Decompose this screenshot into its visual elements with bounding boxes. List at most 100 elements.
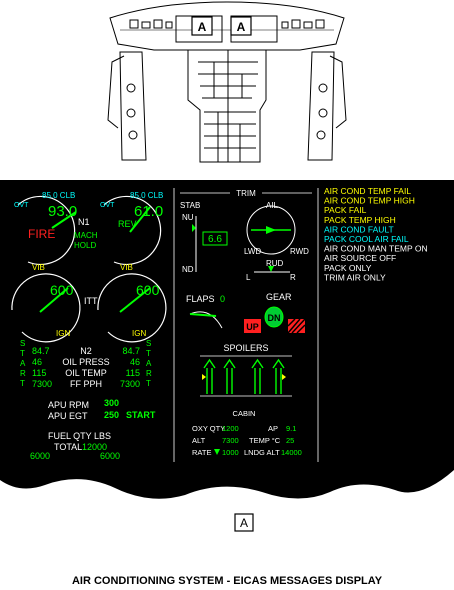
svg-text:T: T: [146, 379, 151, 388]
apu-rpm-value: 300: [104, 398, 119, 408]
engine-labels: N2 OIL PRESS OIL TEMP FF PPH: [62, 346, 109, 389]
svg-text:46: 46: [32, 357, 42, 367]
apu-egt-label: APU EGT: [48, 411, 88, 421]
svg-text:OIL TEMP: OIL TEMP: [65, 368, 107, 378]
itt-left-value: 600: [50, 282, 74, 298]
fuel-qty-label: FUEL QTY LBS: [48, 431, 111, 441]
callout-a-right: A: [237, 20, 246, 34]
stab-value-box: [202, 231, 228, 246]
ap-label: AP: [268, 424, 278, 433]
svg-text:A: A: [146, 359, 152, 368]
n1-left-status: FIRE: [28, 227, 55, 241]
gear-nose-value: DN: [268, 313, 281, 323]
n1-left-value: 93.0: [48, 203, 77, 220]
svg-text:R: R: [20, 369, 26, 378]
eicas-message: PACK COOL AIR FAIL: [324, 234, 409, 244]
temp-value: 25: [286, 436, 294, 445]
eicas-message: PACK TEMP HIGH: [324, 215, 396, 225]
n1-right-target: 85.0 CLB: [130, 191, 163, 200]
stab-label: STAB: [180, 201, 200, 210]
n1-right-status: REV: [118, 219, 137, 229]
rwd-label: RWD: [290, 247, 309, 256]
ail-label: AIL: [266, 201, 279, 210]
ap-value: 9.1: [286, 424, 296, 433]
itt-left-pointer: [39, 287, 69, 313]
ovt-label-left: OVT: [14, 202, 29, 209]
flaps-gear-panel: FLAPS 0 GEAR UP DN: [186, 292, 306, 334]
start-right-vertical: S T A R T: [146, 339, 152, 388]
flaps-value: 0: [220, 294, 225, 304]
svg-text:7300: 7300: [32, 379, 52, 389]
apu-start: START: [126, 410, 156, 420]
engine-values-right: 84.7 46 115 7300: [120, 346, 140, 389]
cabin-title: CABIN: [233, 409, 256, 418]
gear-title: GEAR: [266, 292, 292, 302]
n1-right-pointer: [129, 206, 151, 233]
svg-text:46: 46: [130, 357, 140, 367]
rate-label: RATE: [192, 448, 211, 457]
gear-left-value: UP: [246, 322, 259, 332]
callout-label: A: [240, 516, 248, 530]
eicas-message: PACK ONLY: [324, 263, 372, 273]
n1-gauges: 85.0 CLB 93.0 FIRE VIB OVT 85.0 CLB 61.0…: [14, 191, 163, 272]
svg-text:115: 115: [126, 368, 140, 378]
cabin-alt-value: 7300: [222, 436, 239, 445]
vib-left: VIB: [32, 263, 45, 272]
svg-text:FF PPH: FF PPH: [70, 379, 102, 389]
trim-panel: TRIM STAB NU ND 6.6 AIL LWD RWD RUD L R: [180, 189, 312, 282]
n1-left-pointer: [51, 211, 77, 229]
n1-right-value: 61.0: [134, 203, 163, 220]
svg-text:R: R: [146, 369, 152, 378]
lndg-alt-value: 14000: [281, 448, 302, 457]
ovt-label-right: OVT: [100, 202, 115, 209]
trim-title: TRIM: [236, 189, 256, 198]
svg-text:T: T: [20, 349, 25, 358]
n1-left-arc: [17, 195, 76, 265]
fuel-total-label: TOTAL: [54, 442, 82, 452]
flaps-label: FLAPS: [186, 294, 215, 304]
itt-right-value: 600: [136, 282, 160, 298]
fuel-total-value: 12000: [82, 442, 107, 452]
svg-text:84.7: 84.7: [32, 346, 50, 356]
callout-a-left: A: [198, 20, 207, 34]
engine-values-left: 84.7 46 115 7300: [32, 346, 52, 389]
svg-text:7300: 7300: [120, 379, 140, 389]
apu-rpm-label: APU RPM: [48, 400, 89, 410]
rate-arrow: [214, 449, 220, 455]
nu-label: NU: [182, 213, 194, 222]
svg-text:S: S: [146, 339, 151, 348]
eicas-message: AIR COND TEMP HIGH: [324, 196, 415, 206]
cabin-panel: CABIN OXY QTY 1200 ALT 7300 RATE 1000 AP…: [192, 409, 302, 457]
callout-box: [234, 513, 254, 532]
eicas-screen: [0, 180, 454, 499]
gear-left-box: [244, 319, 261, 333]
ign-right: IGN: [132, 329, 146, 338]
svg-text:T: T: [20, 379, 25, 388]
lwd-label: LWD: [244, 247, 261, 256]
itt-right-pointer: [119, 287, 151, 313]
svg-text:N2: N2: [80, 346, 92, 356]
rud-label: RUD: [266, 259, 284, 268]
rate-value: 1000: [222, 448, 239, 457]
svg-text:A: A: [20, 359, 26, 368]
eicas-message: PACK FAIL: [324, 205, 367, 215]
n1-label: N1: [78, 217, 90, 227]
sketch-callout-right: A: [237, 20, 246, 34]
itt-gauges: 600 IGN 600 IGN ITT: [11, 273, 167, 343]
spoilers-label: SPOILERS: [223, 343, 268, 353]
svg-text:T: T: [146, 349, 151, 358]
svg-text:84.7: 84.7: [122, 346, 140, 356]
fuel-right-value: 6000: [100, 451, 120, 461]
temp-label: TEMP °C: [249, 436, 281, 445]
svg-text:115: 115: [32, 368, 46, 378]
eicas-message: TRIM AIR ONLY: [324, 272, 386, 282]
cabin-alt-label: ALT: [192, 436, 206, 445]
eicas-message: AIR SOURCE OFF: [324, 253, 396, 263]
eicas-message: AIR COND FAULT: [324, 224, 394, 234]
lndg-alt-label: LNDG ALT: [244, 448, 280, 457]
ign-left: IGN: [56, 329, 70, 338]
cockpit-sketch: [107, 1, 347, 163]
hold-label: HOLD: [74, 241, 96, 250]
